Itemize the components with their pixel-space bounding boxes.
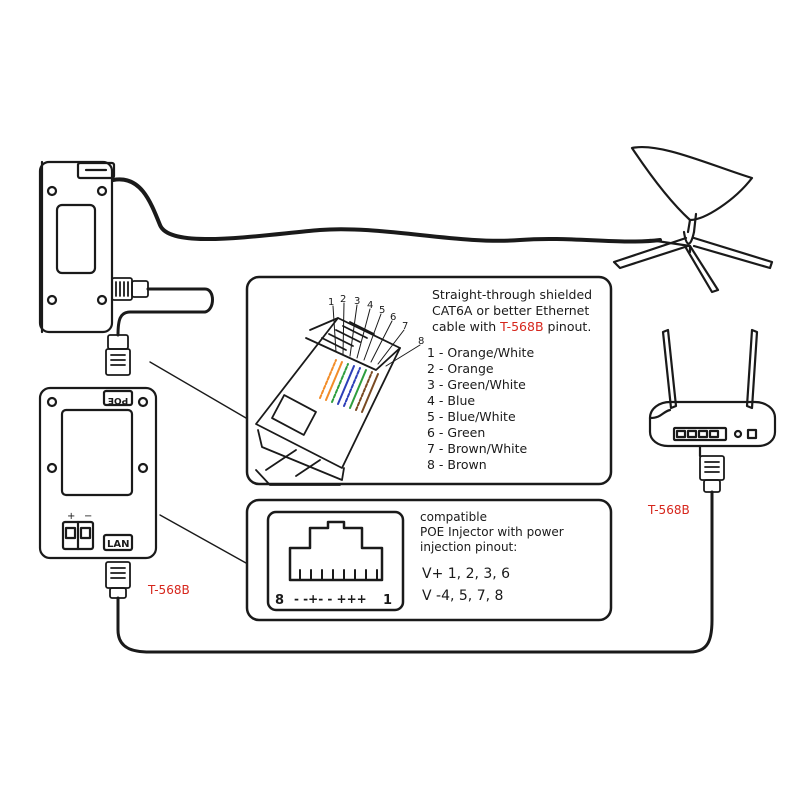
pinout-intro-line-1: Straight-through shielded	[432, 287, 593, 302]
pin-line-6: 6 - Green	[427, 425, 486, 440]
dish-cable	[111, 177, 662, 244]
jack-pin-1-label: 1	[383, 593, 392, 608]
poe-box-frame	[245, 498, 613, 622]
pin-line-4: 4 - Blue	[427, 393, 476, 408]
wifi-router-plug	[699, 455, 725, 493]
pin-line-1: 1 - Orange/White	[427, 345, 535, 360]
pin-number-3: 3	[354, 296, 360, 307]
pin-number-2: 2	[340, 294, 346, 305]
pinout-box-frame	[245, 275, 613, 486]
satellite-dish	[612, 145, 774, 294]
poe-line-2: POE Injector with power	[420, 525, 564, 539]
injector-poe-plug	[105, 334, 131, 376]
poe-line-1: compatible	[420, 510, 487, 524]
pin-number-5: 5	[379, 305, 385, 316]
router-lan-plug	[111, 277, 149, 301]
intro-suffix: pinout.	[543, 319, 592, 334]
pin-line-7: 7 - Brown/White	[427, 441, 528, 456]
wifi-router	[648, 328, 777, 458]
poe-injector-device	[38, 386, 158, 560]
pin-number-7: 7	[402, 321, 408, 332]
pin-line-2: 2 - Orange	[427, 361, 494, 376]
pin-line-5: 5 - Blue/White	[427, 409, 516, 424]
pin-line-3: 3 - Green/White	[427, 377, 526, 392]
poe-v-plus: V+ 1, 2, 3, 6	[422, 566, 511, 582]
terminal-minus-label: −	[84, 511, 92, 522]
pinout-intro-line-2: CAT6A or better Ethernet	[432, 303, 590, 318]
t568b-label-right: T-568B	[648, 503, 690, 517]
t568b-label-left: T-568B	[148, 583, 190, 597]
dish-router-device	[38, 160, 116, 334]
poe-v-minus: V -4, 5, 7, 8	[422, 588, 504, 604]
pin-leader-lines	[332, 302, 421, 367]
jack-polarity-signs: - -+- - +++	[294, 592, 367, 606]
injector-wifi-cable	[116, 490, 714, 654]
pointer-line-lower	[159, 514, 247, 564]
pointer-line-upper	[149, 361, 247, 419]
injector-lan-plug	[105, 561, 131, 599]
pin-line-8: 8 - Brown	[427, 457, 487, 472]
rj45-wires	[319, 359, 379, 413]
poe-device-label: POE	[108, 395, 128, 405]
intro-standard-highlight: T-568B	[500, 319, 544, 334]
router-injector-cable	[116, 287, 214, 337]
rj45-jack-illustration	[266, 510, 405, 612]
rj45-plug-illustration	[255, 317, 401, 486]
terminal-plus-label: +	[67, 511, 75, 522]
pin-number-6: 6	[390, 312, 396, 323]
pin-number-1: 1	[328, 297, 334, 308]
intro-prefix: cable with	[432, 319, 501, 334]
pin-number-8: 8	[418, 336, 424, 347]
lan-device-label: LAN	[107, 539, 129, 550]
pin-number-4: 4	[367, 300, 373, 311]
pinout-intro-line-3: cable with T-568B pinout.	[432, 319, 591, 334]
jack-pin-8-label: 8	[275, 593, 284, 608]
poe-line-3: injection pinout:	[420, 540, 518, 554]
